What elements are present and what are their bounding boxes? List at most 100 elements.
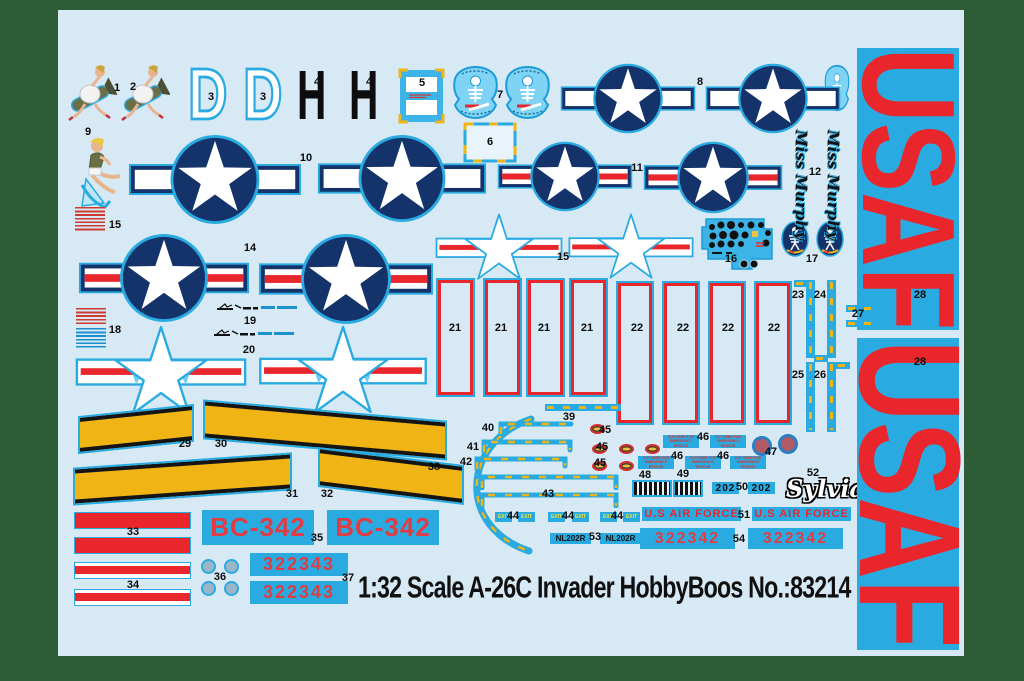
part-number-label: 8 <box>696 76 704 88</box>
sheet-caption: 1:32 Scale A-26C Invader HobbyBoos No.:8… <box>358 571 851 605</box>
part-number-label: 24 <box>813 289 827 301</box>
fuselage-stripe-red <box>74 537 191 554</box>
part-number-label: 52 <box>806 467 820 479</box>
part-number-label: 21 <box>448 322 462 334</box>
text-decal-strip: CUT HERE FOR EMERGENCY RESCUE <box>710 435 746 448</box>
national-insignia <box>643 141 783 214</box>
walkline-path <box>479 492 619 508</box>
text-decal-strip: CUT HERE FOR EMERGENCY RESCUE <box>730 456 766 469</box>
text-decal-strip: 322343 <box>250 581 348 604</box>
fuselage-stripe-red <box>74 512 191 529</box>
frame-placard <box>463 122 517 163</box>
part-number-label: 22 <box>676 322 690 334</box>
text-decal-strip: EXIT <box>572 512 589 522</box>
part-number-label: 21 <box>580 322 594 334</box>
part-number-label: 27 <box>851 308 865 320</box>
skeleton-oval-badge <box>816 221 844 257</box>
part-number-label: 32 <box>320 488 334 500</box>
part-number-label: 37 <box>341 572 355 584</box>
text-decal-strip: 322343 <box>250 553 348 576</box>
decal-sheet: D D H H <box>58 10 989 656</box>
national-insignia <box>560 63 696 134</box>
text-decal-strip: BC-342 <box>202 510 314 545</box>
part-number-label: 49 <box>676 468 690 480</box>
national-insignia-outline <box>259 325 427 414</box>
part-number-label: 1 <box>113 82 121 94</box>
squadron-badge-skeleton <box>453 65 498 120</box>
national-insignia <box>705 63 841 134</box>
part-number-label: 36 <box>213 571 227 583</box>
walkway-outline-rect <box>756 283 790 423</box>
part-number-label: 50 <box>735 481 749 493</box>
part-number-label: 34 <box>126 579 140 591</box>
national-insignia-outline <box>568 213 694 279</box>
walkline-strip <box>846 305 878 312</box>
part-number-label: 22 <box>630 322 644 334</box>
walkline-strip <box>827 280 836 358</box>
walkline-strip <box>846 320 878 327</box>
part-number-label: 15 <box>556 251 570 263</box>
pinup-girl-on-bomb <box>68 65 117 121</box>
part-number-label: 26 <box>813 369 827 381</box>
walkline-strip <box>814 355 828 362</box>
disc-marking <box>224 559 239 574</box>
part-number-label: 40 <box>481 422 495 434</box>
text-decal-strip: NL202R <box>550 533 591 544</box>
text-decal-strip: EXIT <box>600 512 617 522</box>
usaf-title-block: USAF <box>829 338 989 650</box>
national-insignia <box>258 234 434 324</box>
oval-marking <box>592 444 607 454</box>
national-insignia <box>78 234 250 322</box>
part-number-label: 25 <box>791 369 805 381</box>
part-number-label: 18 <box>108 324 122 336</box>
code-letter-d: D <box>242 54 284 136</box>
usaf-title-block: USAF <box>835 48 984 331</box>
text-decal-strip: 322342 <box>640 528 735 549</box>
text-decal-strip: 322342 <box>748 528 843 549</box>
code-letter-h: H <box>297 56 327 134</box>
part-number-label: 35 <box>310 532 324 544</box>
part-number-label: 44 <box>506 510 520 522</box>
text-decal-strip: EXIT <box>518 512 535 522</box>
part-number-label: 5 <box>418 77 426 89</box>
text-decal-strip: NL202R <box>600 533 641 544</box>
wing-walk-stripe <box>73 451 292 507</box>
part-number-label: 29 <box>178 438 192 450</box>
part-number-label: 14 <box>243 242 257 254</box>
part-number-label: 33 <box>126 526 140 538</box>
walkline-path <box>498 421 574 436</box>
disc-marking <box>201 581 216 596</box>
walkline-strip <box>827 362 836 432</box>
walkway-outline-rect <box>438 280 473 395</box>
part-number-label: 15 <box>108 219 122 231</box>
national-insignia <box>128 135 302 224</box>
walkway-outline-rect <box>664 283 698 423</box>
nose-art-script-miss-murphy: Miss Murphy <box>788 130 814 240</box>
walkway-outline-rect <box>571 280 606 395</box>
nose-art-script-label: Miss Murphy <box>792 130 810 240</box>
nose-art-script-sylvia: Sylvia <box>786 474 866 503</box>
part-number-label: 17 <box>805 253 819 265</box>
aircraft-data-stencil <box>214 329 294 336</box>
part-number-label: 45 <box>593 457 607 469</box>
usaf-title-text: USAF <box>834 47 984 331</box>
part-number-label: 47 <box>764 446 778 458</box>
part-number-label: 16 <box>724 253 738 265</box>
skeleton-oval-badge <box>781 221 809 257</box>
part-number-label: 22 <box>721 322 735 334</box>
part-number-label: 4 <box>365 76 373 88</box>
national-insignia <box>317 135 487 222</box>
fuselage-stripe-bordered <box>74 562 191 579</box>
disc-marking <box>224 581 239 596</box>
text-decal-strip: EXIT <box>548 512 565 522</box>
micro-stencil-block <box>76 308 106 326</box>
part-number-label: 46 <box>716 450 730 462</box>
walkway-outline-rect <box>618 283 652 423</box>
pinup-girl-on-bomb <box>121 65 170 121</box>
code-letter-d: D <box>187 54 229 136</box>
walkline-path <box>481 439 573 454</box>
part-number-label: 3 <box>207 91 215 103</box>
pinup-girl-sitting <box>80 137 121 209</box>
walkline-strip <box>794 280 808 287</box>
